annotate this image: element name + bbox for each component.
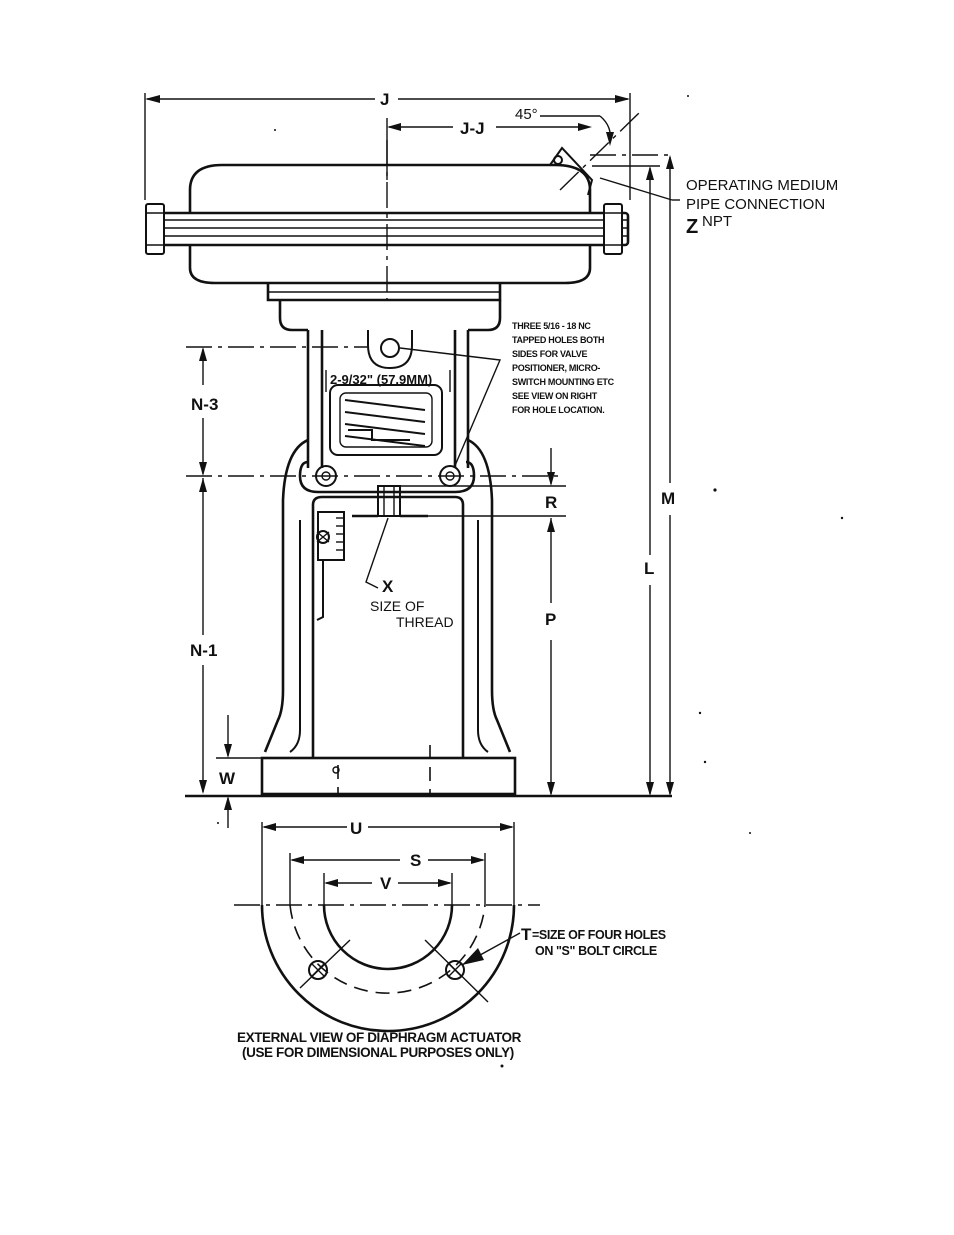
label-r: R — [545, 493, 557, 512]
diaphragm-case — [145, 146, 673, 285]
operating-medium-note: OPERATING MEDIUM PIPE CONNECTION Z NPT — [672, 177, 838, 238]
op-medium-npt: NPT — [702, 213, 732, 230]
tapped-note-line-2: SIDES FOR VALVE — [512, 349, 587, 359]
caption-line2: (USE FOR DIMENSIONAL PURPOSES ONLY) — [242, 1045, 514, 1060]
label-n3: N-3 — [191, 395, 218, 414]
op-medium-line2: PIPE CONNECTION — [686, 196, 825, 213]
dim-jj: J-J 45° — [386, 106, 641, 191]
thread-note: X SIZE OF THREAD — [365, 517, 454, 630]
label-j: J — [380, 90, 389, 109]
holes-note-line2: ON "S" BOLT CIRCLE — [535, 944, 657, 958]
label-n1: N-1 — [190, 641, 217, 660]
op-medium-line1: OPERATING MEDIUM — [686, 177, 838, 194]
yoke-columns — [186, 330, 560, 494]
tapped-note-line-6: FOR HOLE LOCATION. — [512, 405, 604, 415]
label-p: P — [545, 610, 556, 629]
yoke-top — [266, 283, 502, 370]
label-w: W — [219, 769, 236, 788]
label-v: V — [380, 874, 392, 893]
label-t: T — [521, 925, 532, 944]
label-l: L — [644, 559, 654, 578]
label-45: 45° — [515, 106, 538, 123]
tapped-holes-note: THREE 5/16 - 18 NC TAPPED HOLES BOTH SID… — [399, 321, 615, 469]
holes-note-line1: =SIZE OF FOUR HOLES — [532, 928, 666, 942]
caption-line1: EXTERNAL VIEW OF DIAPHRAGM ACTUATOR — [237, 1030, 522, 1045]
dim-inner-width: 2-9/32" (57.9MM) — [325, 370, 451, 392]
dim-left: N-3 N-1 W — [185, 346, 672, 828]
thread-note-line2: THREAD — [396, 614, 454, 630]
caption: EXTERNAL VIEW OF DIAPHRAGM ACTUATOR (USE… — [237, 1030, 522, 1060]
tapped-note-line-4: SWITCH MOUNTING ETC — [512, 377, 615, 387]
label-s: S — [410, 851, 421, 870]
yoke-lower — [260, 438, 517, 796]
thread-note-line1: SIZE OF — [370, 598, 424, 614]
op-medium-z: Z — [686, 216, 698, 238]
tapped-note-line-3: POSITIONER, MICRO- — [512, 363, 600, 373]
label-jj: J-J — [460, 119, 485, 138]
label-width-dim: 2-9/32" (57.9MM) — [330, 372, 432, 387]
tapped-note-line-0: THREE 5/16 - 18 NC — [512, 321, 591, 331]
tapped-note-line-5: SEE VIEW ON RIGHT — [512, 391, 598, 401]
tapped-note-line-1: TAPPED HOLES BOTH — [512, 335, 604, 345]
label-x: X — [382, 577, 394, 596]
dim-right: R P L M — [400, 155, 675, 796]
dim-j: J — [144, 90, 631, 200]
plan-view: U S V T =SIZE OF FOUR HOLES ON — [234, 819, 666, 1033]
label-m: M — [661, 489, 675, 508]
label-u: U — [350, 819, 362, 838]
scan-specks — [217, 95, 844, 1068]
